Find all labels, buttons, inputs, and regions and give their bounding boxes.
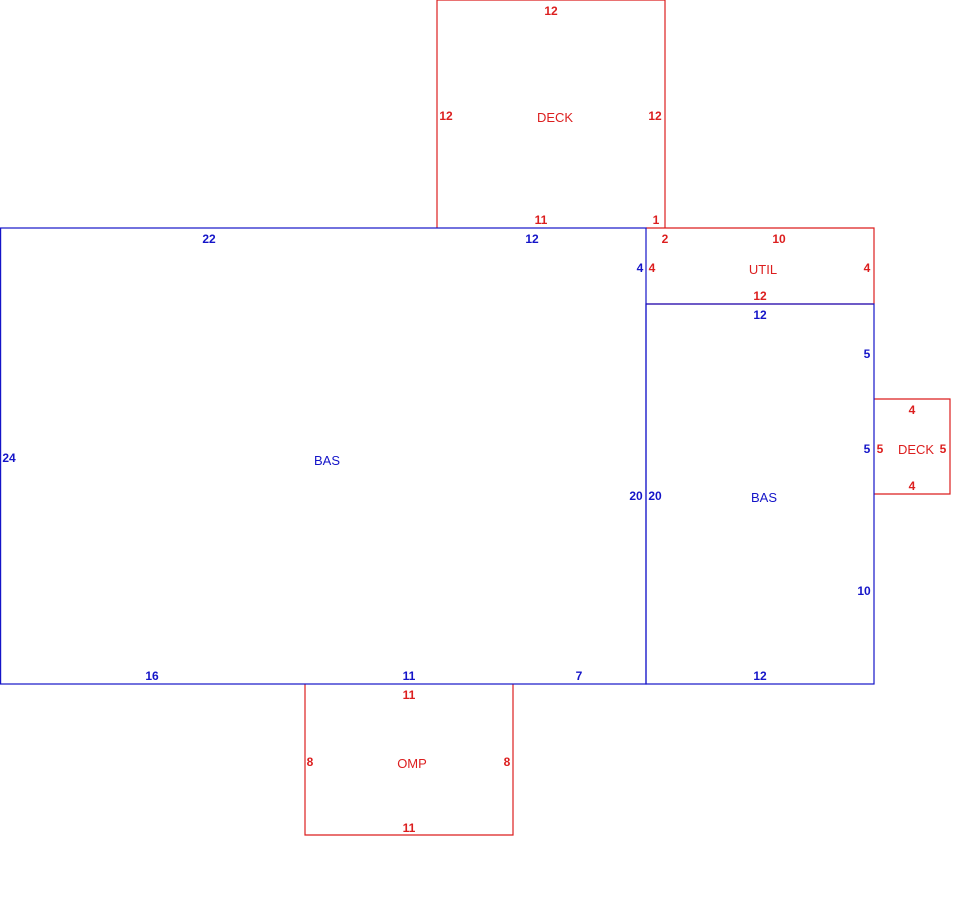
bas-right-outline <box>645 303 875 685</box>
deck-top-edge-top: 12 <box>544 4 558 18</box>
util-edge-left: 4 <box>649 261 656 275</box>
deck-top-outline <box>436 0 666 228</box>
util-edge-top-step: 2 <box>662 232 669 246</box>
omp-edge-top: 11 <box>403 688 416 702</box>
bas-main-name: BAS <box>314 453 340 468</box>
omp-name: OMP <box>397 756 427 771</box>
area-deck-right: DECK 4 5 5 4 <box>874 398 951 495</box>
deck-top-edge-bottom-step: 1 <box>653 213 660 227</box>
util-edge-right: 4 <box>864 261 871 275</box>
omp-edge-right: 8 <box>504 755 511 769</box>
area-util: UTIL 2 10 4 4 12 <box>646 227 875 305</box>
omp-outline <box>304 684 514 836</box>
deck-right-edge-top: 4 <box>909 403 916 417</box>
bas-right-edge-left: 20 <box>648 489 662 503</box>
util-edge-bottom: 12 <box>753 289 767 303</box>
util-outline <box>646 227 875 304</box>
deck-right-edge-left: 5 <box>877 442 884 456</box>
area-bas-right: BAS 12 20 5 5 10 12 <box>645 303 875 685</box>
area-bas-main: BAS 22 12 24 4 20 16 11 7 <box>0 227 647 685</box>
bas-main-edge-bottom-right: 7 <box>576 669 583 683</box>
bas-main-edge-bottom-left: 16 <box>145 669 159 683</box>
bas-right-edge-bottom: 12 <box>753 669 767 683</box>
bas-main-edge-right: 20 <box>629 489 643 503</box>
deck-top-edge-left: 12 <box>439 109 453 123</box>
deck-top-edge-bottom: 11 <box>535 213 548 227</box>
bas-right-name: BAS <box>751 490 777 505</box>
area-omp: OMP 11 8 8 11 <box>304 684 514 836</box>
deck-top-edge-right: 12 <box>648 109 662 123</box>
util-edge-top: 10 <box>772 232 786 246</box>
deck-right-outline <box>874 398 951 495</box>
bas-main-edge-left: 24 <box>2 451 16 465</box>
bas-right-edge-right-lower: 10 <box>857 584 871 598</box>
area-deck-top: DECK 12 12 12 11 1 <box>436 0 666 228</box>
omp-edge-left: 8 <box>307 755 314 769</box>
bas-main-edge-top-right: 12 <box>525 232 539 246</box>
omp-edge-bottom: 11 <box>403 821 416 835</box>
bas-main-edge-right-upper: 4 <box>637 261 644 275</box>
deck-top-name: DECK <box>537 110 573 125</box>
bas-right-edge-right-upper: 5 <box>864 347 871 361</box>
bas-main-edge-top-left: 22 <box>202 232 216 246</box>
bas-main-edge-bottom-mid: 11 <box>403 669 416 683</box>
bas-right-edge-right-mid: 5 <box>864 442 871 456</box>
bas-right-edge-top: 12 <box>753 308 767 322</box>
util-name: UTIL <box>749 262 777 277</box>
deck-right-name: DECK <box>898 442 934 457</box>
deck-right-edge-right: 5 <box>940 442 947 456</box>
deck-right-edge-bottom: 4 <box>909 479 916 493</box>
